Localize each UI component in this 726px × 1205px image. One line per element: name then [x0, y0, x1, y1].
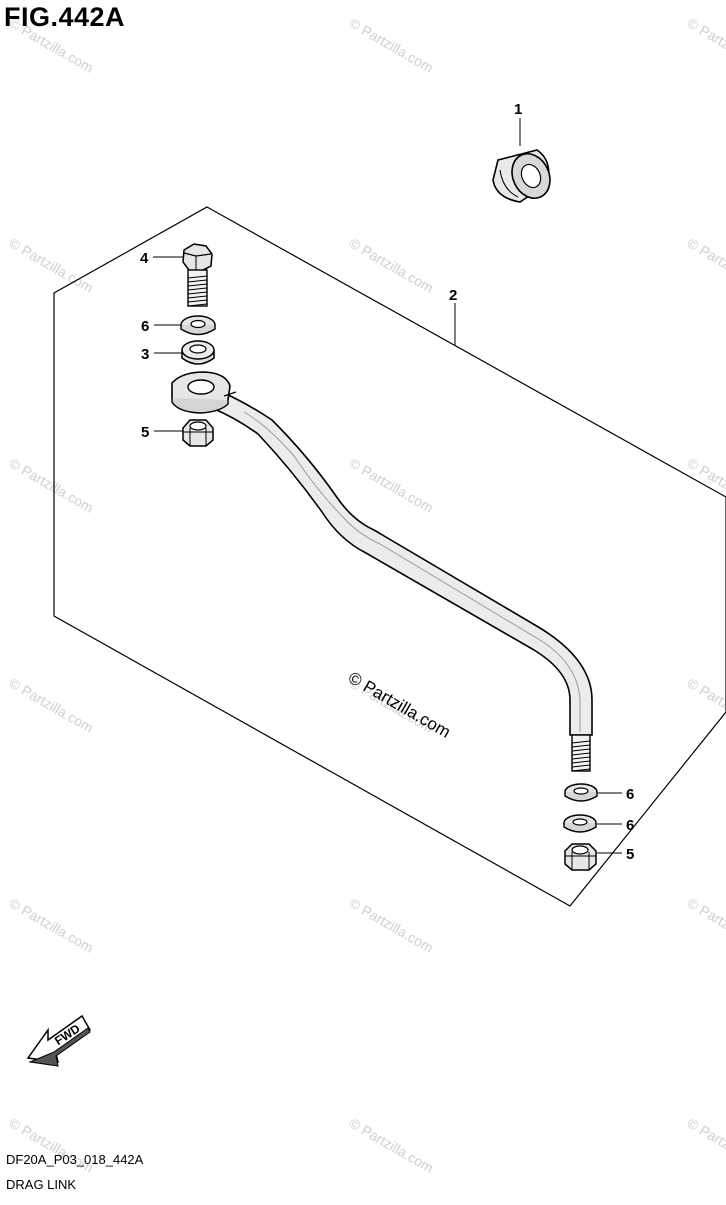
watermark-text: © Partzilla.com	[685, 675, 726, 736]
watermark-text: © Partzilla.com	[685, 235, 726, 296]
callout-1: 1	[514, 101, 522, 118]
part-5-nut-bottom[interactable]	[565, 844, 596, 870]
callout-4: 4	[140, 250, 149, 267]
callout-5-bottom: 5	[626, 846, 634, 863]
figure-name: DRAG LINK	[6, 1177, 76, 1192]
figure-code: DF20A_P03_018_442A	[6, 1152, 143, 1167]
watermark-text: © Partzilla.com	[347, 455, 437, 516]
watermark-text: © Partzilla.com	[7, 675, 97, 736]
part-5-nut-top[interactable]	[183, 420, 213, 446]
watermark-text: © Partzilla.com	[685, 895, 726, 956]
watermark-text: © Partzilla.com	[347, 1115, 437, 1176]
callout-3: 3	[141, 346, 149, 363]
part-6-washer-bottom-2[interactable]	[564, 815, 596, 832]
watermark-text: © Partzilla.com	[347, 15, 437, 76]
watermark-text: © Partzilla.com	[7, 235, 97, 296]
watermark-text: © Partzilla.com	[347, 235, 437, 296]
watermark-text: © Partzilla.com	[347, 895, 437, 956]
watermark-layer: © Partzilla.com © Partzilla.com © Partzill…	[7, 15, 726, 1176]
part-2-drag-link[interactable]	[172, 372, 592, 771]
watermark-text: © Partzilla.com	[7, 455, 97, 516]
part-6-washer-top[interactable]	[181, 316, 215, 335]
callout-6-bottom-1: 6	[626, 786, 634, 803]
fwd-arrow-icon: FWD	[28, 1016, 90, 1066]
callout-6-top: 6	[141, 318, 149, 335]
part-4-bolt[interactable]	[183, 244, 212, 306]
part-6-washer-bottom-1[interactable]	[565, 784, 597, 801]
figure-title: FIG.442A	[4, 2, 125, 33]
callout-5-top: 5	[141, 424, 149, 441]
watermark-text: © Partzilla.com	[685, 15, 726, 76]
center-watermark: © Partzilla.com	[345, 668, 454, 742]
callout-2: 2	[449, 287, 457, 304]
part-3-bushing[interactable]	[182, 341, 214, 364]
watermark-text: © Partzilla.com	[685, 1115, 726, 1176]
watermark-text: © Partzilla.com	[7, 895, 97, 956]
part-1-nut[interactable]	[493, 148, 557, 205]
callout-6-bottom-2: 6	[626, 817, 634, 834]
